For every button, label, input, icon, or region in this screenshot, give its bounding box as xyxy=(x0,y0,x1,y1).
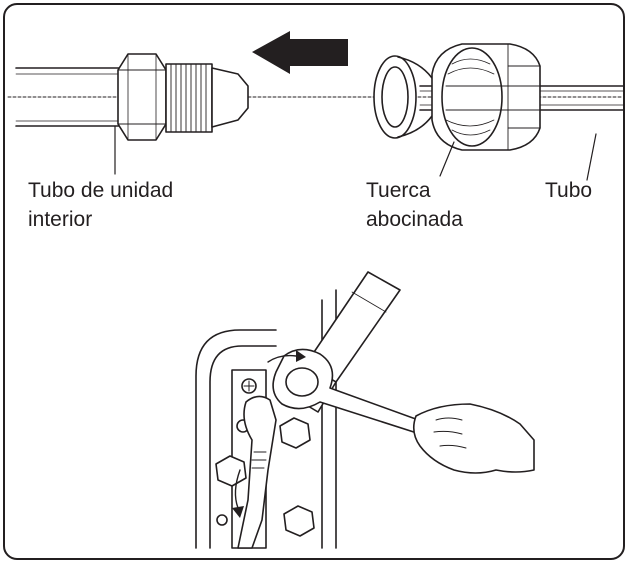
spanner-wrench xyxy=(237,395,277,549)
pipe-leader xyxy=(586,133,597,181)
figure-frame xyxy=(3,3,625,560)
valve-caps xyxy=(215,417,315,537)
indoor-pipe-flare-cone xyxy=(211,67,249,128)
flare-nut-label-line1: Tuerca xyxy=(366,179,431,202)
indoor-pipe-thread xyxy=(165,63,213,133)
indoor-pipe-label-line2: interior xyxy=(28,208,93,231)
direction-arrow xyxy=(252,31,348,74)
rotation-arrows xyxy=(232,350,306,518)
indoor-pipe-hex-fitting xyxy=(117,53,167,141)
indoor-pipe-label-line1: Tubo de unidad xyxy=(28,179,174,202)
flare-nut xyxy=(373,43,625,151)
flare-nut-leader xyxy=(439,141,455,177)
hand xyxy=(412,403,535,474)
flare-nut-label-line2: abocinada xyxy=(366,208,463,231)
pipe-label: Tubo xyxy=(545,179,593,202)
indoor-unit-pipe xyxy=(15,67,129,127)
